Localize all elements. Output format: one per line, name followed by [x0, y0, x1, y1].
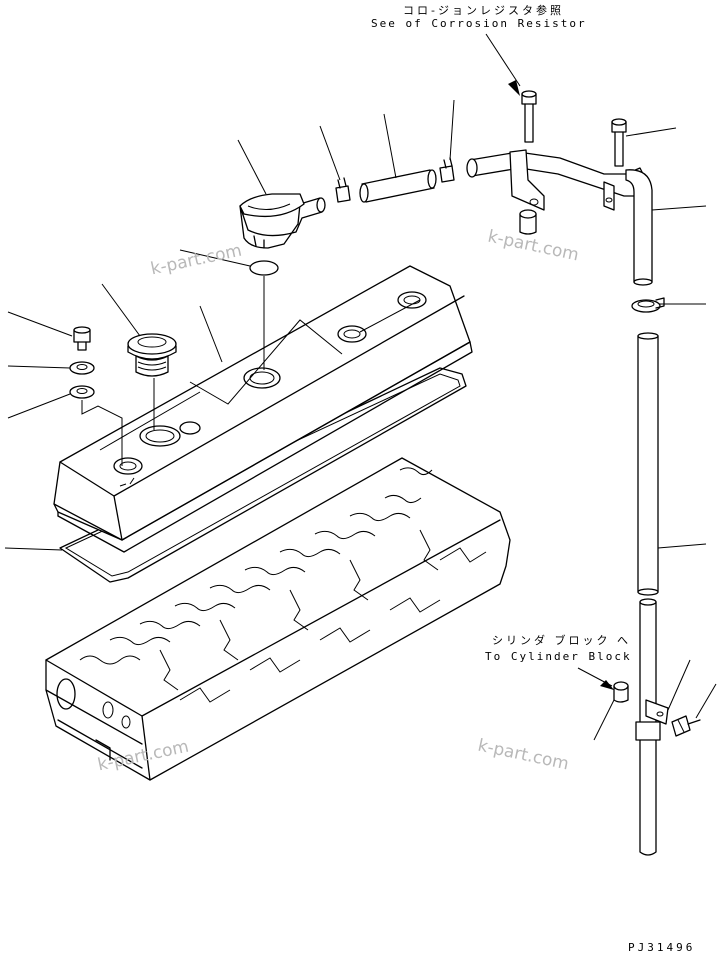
leader-lines: [4, 33, 717, 741]
washer: [69, 385, 95, 399]
corrosion-resistor-label-jp: コロ-ジョンレジスタ参照: [403, 4, 564, 17]
breather-tube: [466, 149, 649, 211]
bracket-bolt-lower: [671, 715, 701, 737]
cylinder-head: [45, 457, 511, 781]
cover-bolt: [73, 326, 91, 351]
cylinder-head-cover: [53, 265, 473, 553]
corrosion-resistor-label-en: See of Corrosion Resistor: [371, 17, 587, 30]
spacer: [613, 681, 629, 703]
breather-pipe-lower: [637, 332, 659, 596]
oil-filler-cap: [127, 333, 177, 430]
tube-clip: [603, 181, 615, 211]
drawing-code: PJ31496: [628, 941, 696, 954]
clip-bolt: [611, 118, 627, 167]
cylinder-block-label-en: To Cylinder Block: [485, 650, 632, 663]
bracket-bolt: [521, 90, 537, 143]
assembly-line: [81, 400, 123, 466]
arrow-corrosion-icon: [508, 80, 520, 96]
cylinder-block-label-jp: シリンダ ブロック へ: [492, 634, 631, 647]
o-ring: [249, 260, 279, 276]
breather-elbow: [239, 193, 326, 249]
hose-clamp-1: [335, 177, 351, 203]
hose-clamp-2: [439, 157, 455, 183]
head-cover-gasket: [59, 367, 467, 583]
arrow-cylinder-icon: [600, 680, 614, 690]
seal-washer: [69, 361, 95, 375]
breather-pipe-end: [635, 598, 669, 856]
pipe-clamp: [631, 297, 665, 313]
breather-pipe-upper: [625, 169, 653, 286]
breather-hose: [359, 169, 437, 203]
spacer-collar: [519, 209, 537, 235]
